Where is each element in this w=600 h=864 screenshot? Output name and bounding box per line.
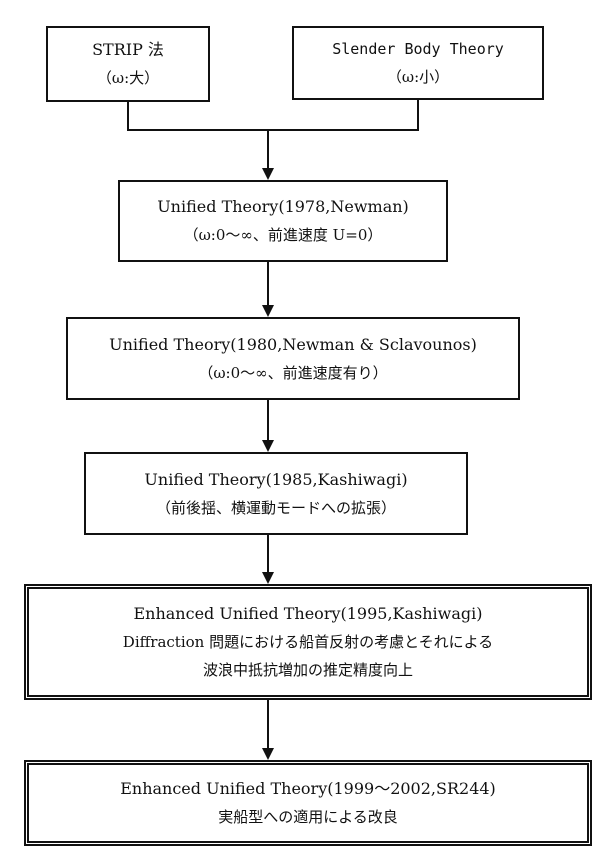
node-enhanced-1999-title: Enhanced Unified Theory(1999〜2002,SR244) [120, 779, 496, 798]
node-slender-sub: （ω:小） [386, 68, 450, 86]
node-enhanced-1999: Enhanced Unified Theory(1999〜2002,SR244)… [24, 760, 592, 846]
node-unified-1985-sub: （前後揺、横運動モードへの拡張） [155, 498, 396, 517]
node-strip-title: STRIP 法 [92, 40, 164, 59]
node-unified-1978: Unified Theory(1978,Newman) （ω:0〜∞、前進速度 … [118, 180, 448, 262]
node-unified-1985-title: Unified Theory(1985,Kashiwagi) [144, 469, 408, 489]
arrowhead-4 [262, 572, 274, 584]
node-enhanced-1995-line2: Diffraction 問題における船首反射の考慮とそれによる [122, 633, 494, 651]
node-enhanced-1999-sub: 実船型への適用による改良 [218, 808, 398, 826]
node-enhanced-1995-line3: 波浪中抵抗増加の推定精度向上 [202, 661, 413, 679]
node-strip-sub: （ω:大） [96, 69, 160, 87]
node-enhanced-1995: Enhanced Unified Theory(1995,Kashiwagi) … [24, 584, 592, 700]
node-unified-1980: Unified Theory(1980,Newman & Sclavounos)… [66, 317, 520, 400]
node-slender-title: Slender Body Theory [332, 40, 504, 58]
merge-connector [127, 100, 419, 131]
arrowhead-2 [262, 305, 274, 317]
node-unified-1978-sub: （ω:0〜∞、前進速度 U=0） [183, 226, 383, 244]
node-enhanced-1995-title: Enhanced Unified Theory(1995,Kashiwagi) [133, 604, 483, 623]
node-unified-1985: Unified Theory(1985,Kashiwagi) （前後揺、横運動モ… [84, 452, 468, 535]
node-unified-1978-title: Unified Theory(1978,Newman) [157, 197, 409, 216]
arrowhead-3 [262, 440, 274, 452]
node-slender-body: Slender Body Theory （ω:小） [292, 26, 544, 100]
node-unified-1980-title: Unified Theory(1980,Newman & Sclavounos) [109, 334, 477, 354]
arrowhead-5 [262, 748, 274, 760]
arrowhead-1 [262, 168, 274, 180]
node-unified-1980-sub: （ω:0〜∞、前進速度有り） [198, 363, 388, 382]
node-strip: STRIP 法 （ω:大） [46, 26, 210, 102]
